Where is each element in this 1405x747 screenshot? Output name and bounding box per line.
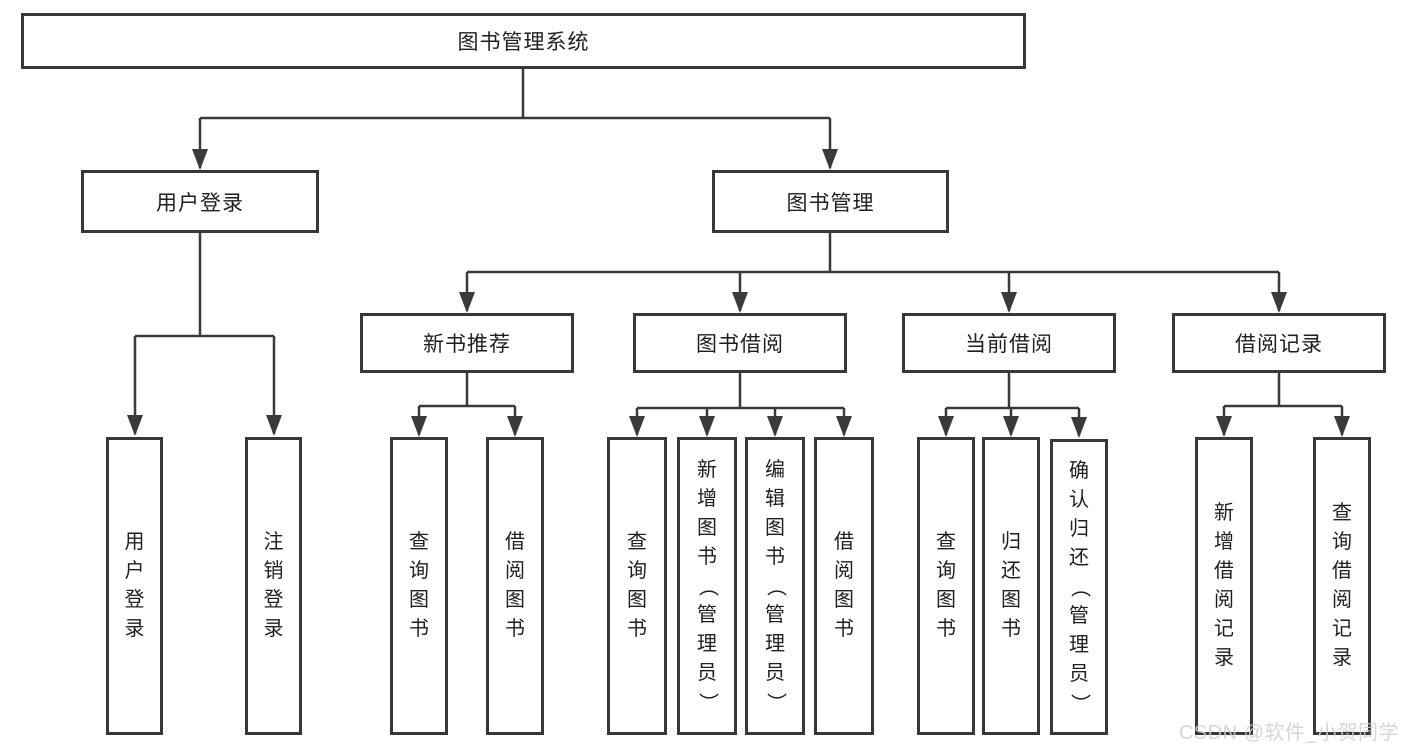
leaf-confirm-return-admin-label: 确认归还（管理员）	[1068, 459, 1091, 714]
node-new-book-recommend: 新书推荐	[360, 313, 574, 373]
node-book-management: 图书管理	[712, 170, 949, 233]
leaf-query-book-borrow-label: 查询图书	[627, 531, 647, 640]
leaf-query-book-current-label: 查询图书	[936, 531, 956, 640]
connector-lines	[133, 69, 1344, 436]
leaf-borrow-book-recommend-label: 借阅图书	[505, 531, 525, 640]
leaf-borrow-book: 借阅图书	[814, 437, 874, 735]
leaf-borrow-book-label: 借阅图书	[834, 531, 854, 640]
leaf-query-book-current: 查询图书	[917, 437, 975, 735]
node-book-borrow-label: 图书借阅	[696, 333, 784, 356]
node-current-borrow: 当前借阅	[902, 313, 1116, 373]
leaf-add-book-admin-label: 新增图书（管理员）	[696, 458, 719, 713]
leaf-add-book-admin: 新增图书（管理员）	[677, 437, 737, 735]
node-book-borrow: 图书借阅	[633, 313, 847, 373]
leaf-query-borrow-record: 查询借阅记录	[1313, 437, 1371, 735]
node-user-login-label: 用户登录	[156, 191, 244, 215]
leaf-add-borrow-record-label: 新增借阅记录	[1214, 502, 1234, 669]
leaf-return-book: 归还图书	[982, 437, 1040, 735]
leaf-logout: 注销登录	[245, 437, 302, 735]
leaf-add-borrow-record: 新增借阅记录	[1195, 437, 1253, 735]
leaf-edit-book-admin: 编辑图书（管理员）	[745, 437, 805, 735]
node-borrow-records-label: 借阅记录	[1235, 333, 1323, 356]
node-borrow-records: 借阅记录	[1172, 313, 1386, 373]
leaf-query-book-recommend-label: 查询图书	[409, 531, 429, 640]
csdn-watermark: CSDN @软件_小贺同学	[1178, 722, 1399, 744]
leaf-return-book-label: 归还图书	[1001, 531, 1021, 640]
leaf-logout-label: 注销登录	[263, 531, 284, 640]
leaf-user-login-label: 用户登录	[124, 531, 145, 640]
leaf-user-login: 用户登录	[106, 437, 163, 735]
node-library-system-label: 图书管理系统	[457, 31, 590, 54]
leaf-query-borrow-record-label: 查询借阅记录	[1332, 502, 1352, 669]
node-current-borrow-label: 当前借阅	[965, 333, 1053, 356]
node-new-book-recommend-label: 新书推荐	[423, 333, 511, 356]
leaf-query-book-borrow: 查询图书	[607, 437, 667, 735]
node-user-login: 用户登录	[81, 170, 319, 233]
node-book-management-label: 图书管理	[786, 191, 875, 215]
leaf-query-book-recommend: 查询图书	[390, 437, 448, 735]
leaf-borrow-book-recommend: 借阅图书	[486, 437, 544, 735]
leaf-edit-book-admin-label: 编辑图书（管理员）	[764, 458, 787, 713]
leaf-confirm-return-admin: 确认归还（管理员）	[1050, 439, 1108, 735]
node-library-system: 图书管理系统	[21, 13, 1026, 69]
arrowhead-icons	[127, 149, 1350, 438]
